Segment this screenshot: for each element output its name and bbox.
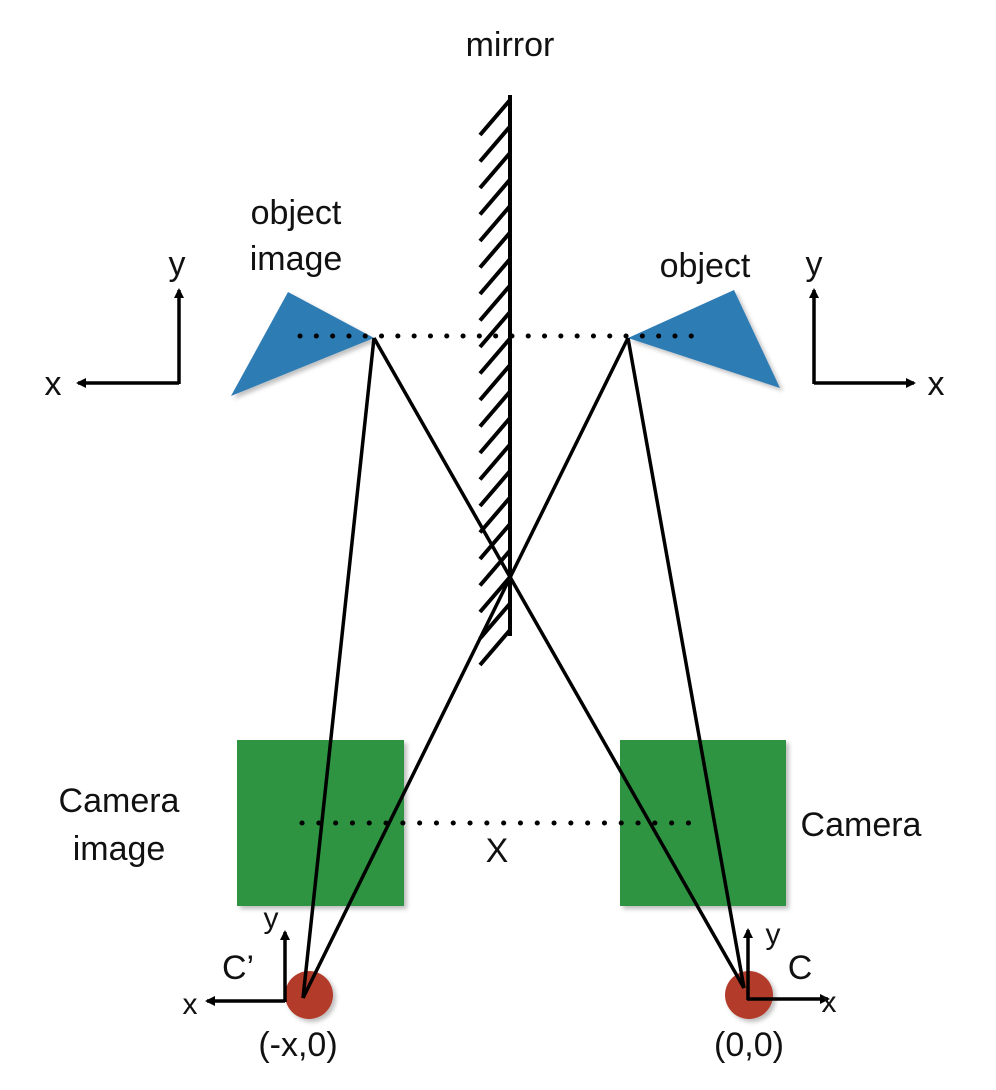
ray-image-to-camera-image [301, 337, 376, 999]
object-triangle [628, 290, 780, 388]
mirror-hatch [478, 416, 512, 455]
rays [301, 337, 746, 999]
mirror [478, 95, 512, 667]
mirror-hatch [478, 151, 512, 190]
camera-coord-label: (0,0) [714, 1026, 784, 1064]
object-label: object [660, 247, 751, 285]
object-axis-y-label: y [806, 245, 823, 283]
camera-center-label: C [788, 949, 813, 987]
camera-label: Camera [801, 806, 922, 844]
object-image-label-line1: object [251, 194, 342, 232]
mirror-hatch [478, 522, 512, 561]
mirror-hatch [478, 469, 512, 508]
mirror-hatch [478, 337, 512, 375]
distance-label: X [486, 832, 509, 870]
camera-image-label-line1: Camera [59, 782, 180, 820]
camera-image-axes [205, 930, 290, 1006]
camera-image-label-line2: image [73, 830, 166, 868]
object-image-triangle [231, 292, 374, 396]
mirror-hatch [478, 496, 512, 534]
ray-object-to-camera [626, 337, 746, 989]
mirror-hatch [478, 390, 512, 428]
ray-object-to-camera-image [301, 337, 630, 999]
mirror-hatch [478, 602, 512, 640]
camera-image-center [285, 971, 333, 1019]
camera-image-axis-x-label: x [183, 988, 198, 1021]
mirror-hatch [478, 204, 512, 243]
mirror-hatch [478, 549, 512, 587]
mirror-hatch [478, 443, 512, 481]
camera-image-axis-y-label: y [264, 902, 279, 935]
mirror-hatch [478, 125, 512, 163]
object-axes [809, 288, 916, 388]
object-axis-x-label: x [928, 365, 945, 403]
mirror-hatch [478, 310, 512, 349]
camera-axis-x-label: x [822, 986, 837, 1019]
object-image-axis-x-label: x [45, 365, 62, 403]
mirror-hatch [478, 178, 512, 216]
mirror-hatch [478, 363, 512, 402]
mirror-hatch [478, 575, 512, 614]
mirror-label: mirror [466, 26, 555, 64]
mirror-hatch [478, 231, 512, 269]
mirror-hatch [478, 628, 512, 667]
camera-image-coord-label: (-x,0) [258, 1026, 337, 1064]
object-image-axes [76, 288, 184, 388]
ray-image-to-camera [372, 337, 746, 989]
camera-axis-y-label: y [766, 918, 781, 951]
object-image-axis-y-label: y [169, 245, 186, 283]
object-image-label-line2: image [250, 240, 343, 278]
camera-image-center-label: C’ [222, 949, 254, 987]
mirror-hatch [478, 284, 512, 322]
mirror-hatch [478, 98, 512, 137]
camera-axes [743, 928, 830, 1004]
mirror-hatch [478, 257, 512, 296]
